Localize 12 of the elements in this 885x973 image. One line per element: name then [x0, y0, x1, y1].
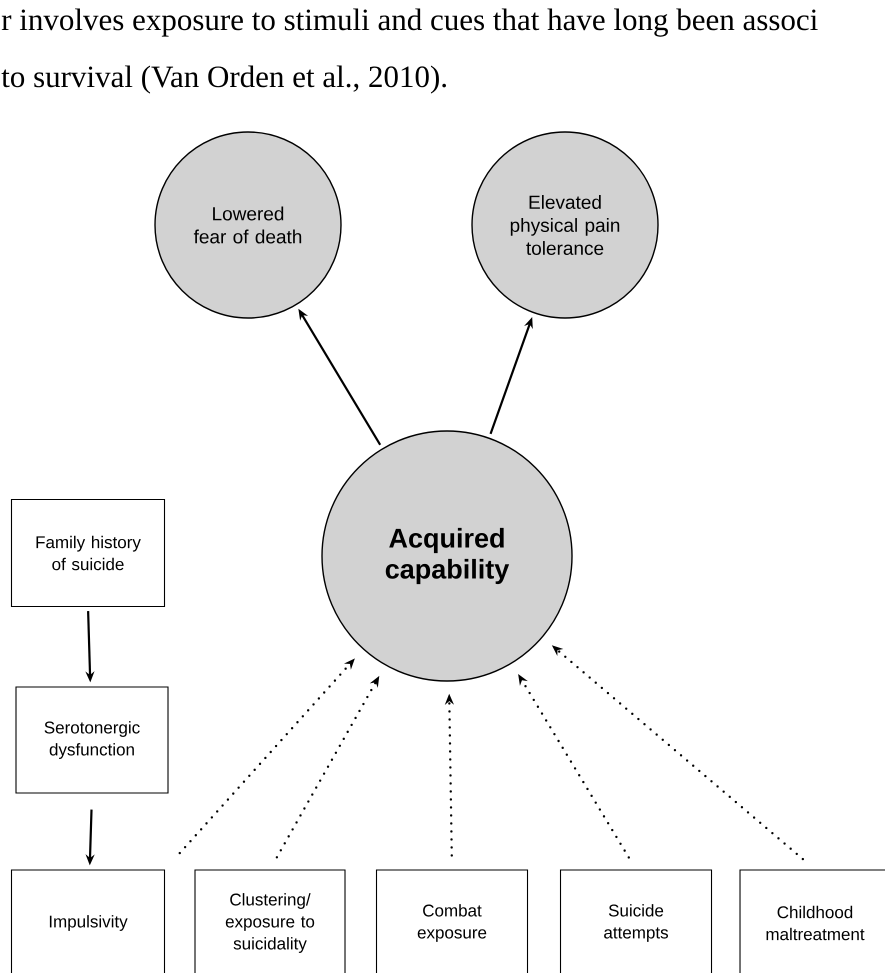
circle-node: Elevated physical pain tolerance — [471, 131, 659, 319]
text-box: Combat exposure — [376, 869, 528, 973]
body-text: r involves exposure to stimuli and cues that have long been associ — [2, 8, 818, 37]
text-box: Childhood maltreatment — [739, 869, 885, 973]
circle-node: Acquired capability — [321, 430, 573, 682]
text-box: Serotonergic dysfunction — [15, 686, 169, 794]
text-box: Clustering/ exposure to suicidality — [194, 869, 346, 973]
circle-node: Lowered fear of death — [154, 131, 342, 319]
text-box: Family history of suicide — [10, 498, 166, 608]
text-box: Impulsivity — [10, 869, 166, 973]
text-box: Suicide attempts — [560, 869, 712, 973]
body-text: to survival (Van Orden et al., 2010). — [2, 65, 446, 94]
